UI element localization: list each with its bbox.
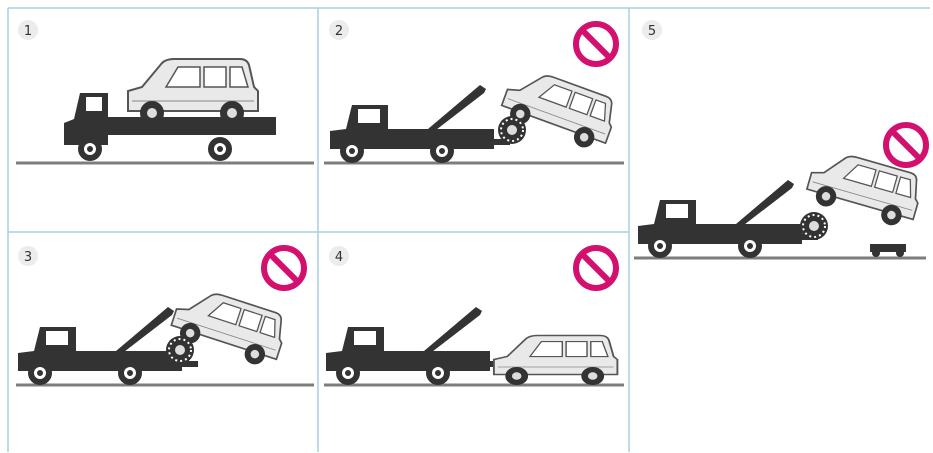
prohibited-icon <box>886 125 926 165</box>
panel-4: 4 <box>324 246 624 385</box>
wrecker-truck-icon <box>326 307 506 385</box>
panel-5: 5 <box>634 20 926 258</box>
wheel-dolly-icon <box>870 244 906 257</box>
panel-number: 3 <box>24 250 32 265</box>
suv-icon <box>494 336 618 386</box>
panel-1: 1 <box>16 20 314 163</box>
panel-3: 3 <box>16 246 314 385</box>
suv-icon <box>128 59 258 125</box>
prohibited-icon <box>264 248 304 288</box>
wheel-dolly-icon <box>166 336 194 364</box>
panel-2: 2 <box>324 20 624 163</box>
panel-number: 4 <box>335 250 343 265</box>
wheel-dolly-icon <box>800 212 828 240</box>
panel-number: 1 <box>24 24 32 39</box>
panel-number: 5 <box>648 24 656 39</box>
wrecker-truck-icon <box>330 85 510 163</box>
panel-number: 2 <box>335 24 343 39</box>
prohibited-icon <box>576 24 616 64</box>
wheel-dolly-icon <box>498 116 526 144</box>
prohibited-icon <box>576 248 616 288</box>
wrecker-truck-icon <box>638 180 818 258</box>
